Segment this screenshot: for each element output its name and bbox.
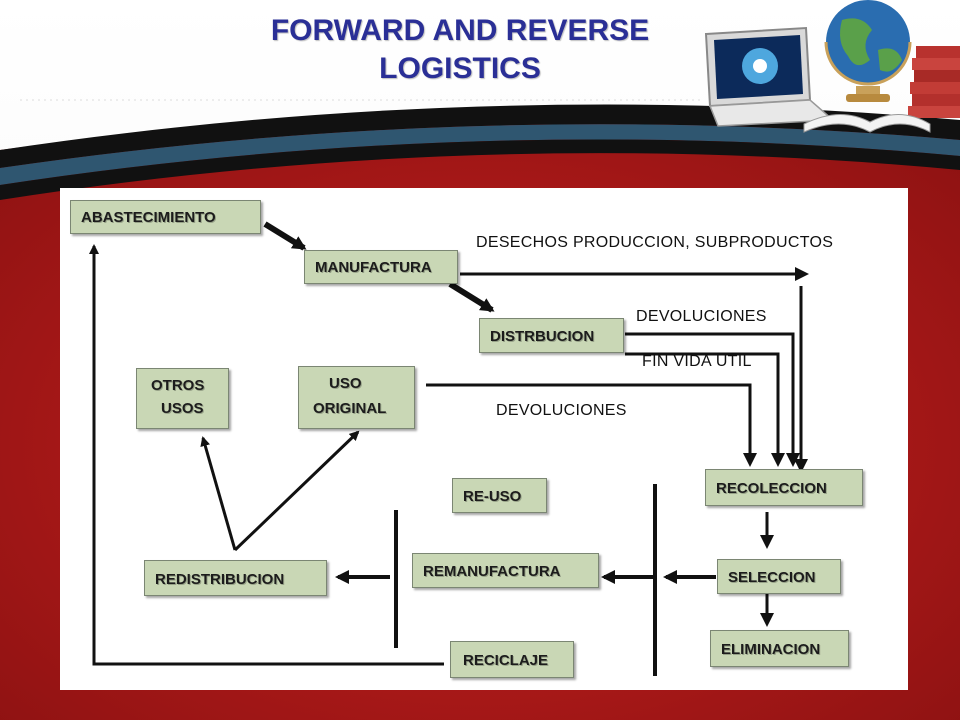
slide-title: FORWARD AND REVERSE LOGISTICS (195, 12, 725, 88)
box-reciclaje-label: RECICLAJE (463, 652, 549, 669)
box-eliminacion: ELIMINACION (710, 630, 849, 667)
box-distribucion-label: DISTRBUCION (490, 328, 595, 345)
logistics-diagram: ABASTECIMIENTO MANUFACTURA DISTRBUCION O… (60, 188, 908, 690)
arrow-abastecimiento-manufactura (263, 221, 307, 251)
line-fin-vida-util (625, 352, 785, 467)
label-fin-vida-util: FIN VIDA UTIL (642, 353, 752, 370)
box-uso-original-label-1: USO (329, 375, 362, 392)
globe-icon (824, 0, 912, 102)
books-icon (803, 46, 960, 133)
line-devoluciones-1 (625, 332, 800, 467)
box-redistribucion: REDISTRIBUCION (144, 560, 327, 596)
box-recoleccion: RECOLECCION (705, 469, 863, 506)
laptop-icon (704, 26, 835, 127)
box-abastecimiento-label: ABASTECIMIENTO (81, 209, 216, 226)
title-line-1: FORWARD AND REVERSE (270, 14, 650, 47)
label-devoluciones-2: DEVOLUCIONES (496, 402, 627, 419)
label-desechos: DESECHOS PRODUCCION, SUBPRODUCTOS (476, 234, 834, 251)
arrow-manufactura-distribucion (448, 281, 495, 313)
box-seleccion-label: SELECCION (728, 569, 816, 586)
box-remanufactura: REMANUFACTURA (412, 553, 599, 588)
arrow-to-uso-original (233, 430, 360, 552)
box-otros-usos: OTROS USOS (136, 368, 229, 429)
box-manufactura: MANUFACTURA (304, 250, 458, 284)
box-uso-original: USO ORIGINAL (298, 366, 415, 429)
box-distribucion: DISTRBUCION (479, 318, 624, 353)
box-re-uso: RE-USO (452, 478, 547, 513)
line-devoluciones-2 (426, 383, 757, 467)
loop-reciclaje-abastecimiento (89, 244, 444, 666)
box-seleccion: SELECCION (717, 559, 841, 594)
box-abastecimiento: ABASTECIMIENTO (70, 200, 261, 234)
box-manufactura-label: MANUFACTURA (315, 259, 432, 276)
box-otros-usos-label-1: OTROS (151, 377, 205, 394)
box-reciclaje: RECICLAJE (450, 641, 574, 678)
diagram-connectors (89, 221, 809, 676)
box-eliminacion-label: ELIMINACION (721, 641, 821, 658)
box-re-uso-label: RE-USO (463, 488, 522, 505)
box-remanufactura-label: REMANUFACTURA (423, 563, 561, 580)
box-recoleccion-label: RECOLECCION (716, 480, 827, 497)
title-line-2: LOGISTICS (379, 52, 541, 85)
arrow-to-otros-usos (200, 436, 237, 551)
label-devoluciones-1: DEVOLUCIONES (636, 308, 767, 325)
box-redistribucion-label: REDISTRIBUCION (155, 571, 285, 588)
box-uso-original-label-2: ORIGINAL (313, 400, 387, 417)
box-otros-usos-label-2: USOS (161, 400, 204, 417)
